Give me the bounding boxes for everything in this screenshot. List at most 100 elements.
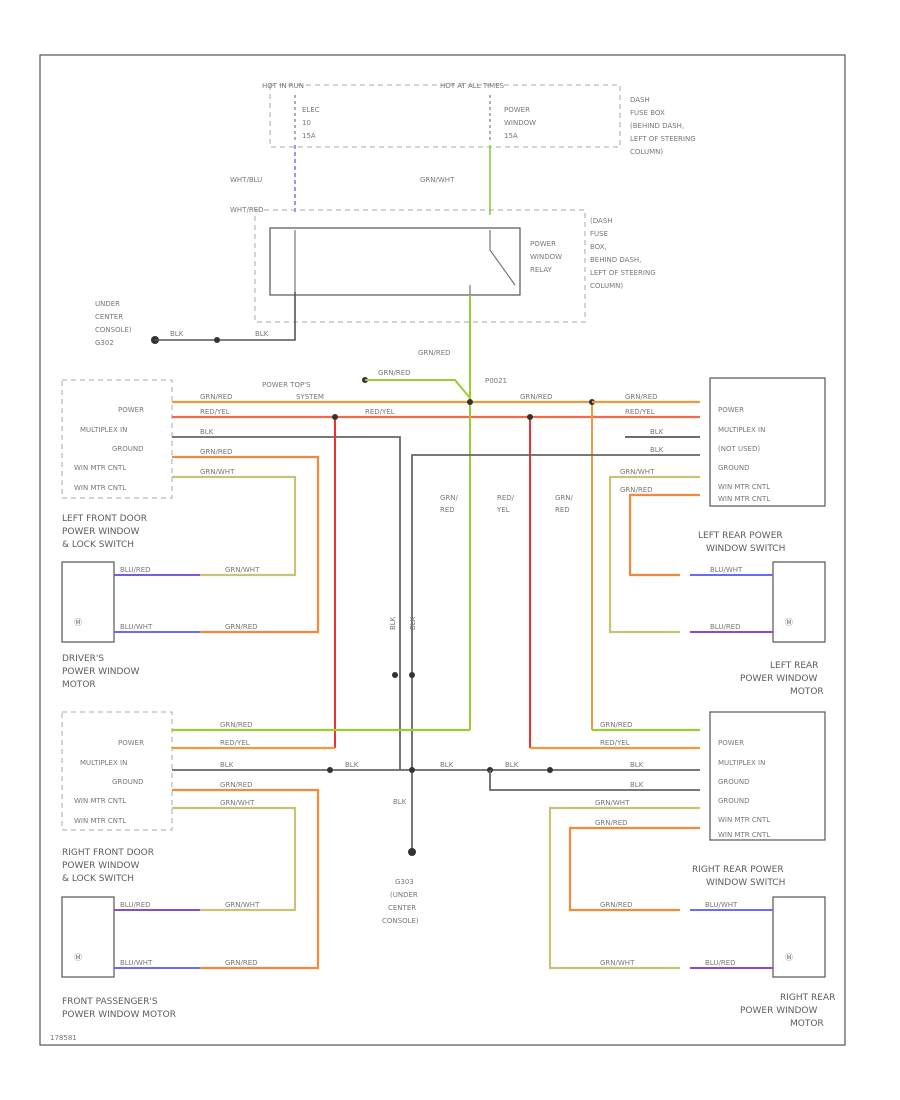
blk-rf-label-mid-3: BLK (505, 761, 519, 769)
hot-in-run-label: HOT IN RUN (262, 82, 304, 90)
relay-name-3: RELAY (530, 266, 553, 274)
lr-motor-wire-1-label: BLU/WHT (710, 566, 743, 574)
blk-rf-label: BLK (220, 761, 234, 769)
splice-g302 (214, 337, 220, 343)
lr-motor-line-3: MOTOR (790, 687, 824, 697)
splice-ground-upper-b (409, 672, 415, 678)
blk-lr-label-b: BLK (650, 446, 664, 454)
rr-pin-power: POWER (718, 739, 744, 747)
red-yel-lr-label: RED/YEL (625, 408, 655, 416)
blk-rr-label-1: BLK (630, 761, 644, 769)
lf-pin-ground: GROUND (112, 445, 144, 453)
splice-ground-center (409, 767, 415, 773)
blk-rf-label-mid-1: BLK (345, 761, 359, 769)
lf-switch-box (61, 379, 173, 499)
rr-motor-cntl-2-label: GRN/WHT (600, 959, 635, 967)
wire-blk-ground-lr (411, 454, 700, 850)
wht-red-label: WHT/RED (230, 206, 264, 214)
diagram-frame (39, 54, 846, 1046)
grn-red-rr-cntl-label: GRN/RED (595, 819, 628, 827)
lr-motor-wire-2-label: BLU/RED (710, 623, 741, 631)
lr-motor-line-2: POWER WINDOW (740, 674, 818, 684)
rr-motor-label: RIGHT REAR POWER WINDOW MOTOR (740, 993, 835, 1029)
relay-loc-4: BEHIND DASH, (590, 256, 641, 264)
red-yel-vertical-label-b: YEL (496, 506, 510, 514)
rf-switch-line-2: POWER WINDOW (62, 861, 140, 871)
lr-pin-power: POWER (718, 406, 744, 414)
rf-pin-cntl-1: WIN MTR CNTL (74, 797, 126, 805)
relay-name-1: POWER (530, 240, 556, 248)
power-top-label: POWER TOP'S (262, 381, 311, 389)
rr-switch-box (709, 711, 826, 841)
g302-line-3: CONSOLE) (95, 326, 132, 334)
grn-red-p0021-label: GRN/RED (520, 393, 553, 401)
blk-rf-label-mid-2: BLK (440, 761, 454, 769)
lr-motor-label: LEFT REAR POWER WINDOW MOTOR (740, 661, 824, 697)
red-yel-rf-label: RED/YEL (220, 739, 250, 747)
lf-cntl-2-wire (172, 475, 297, 577)
splice-ground-upper-a (392, 672, 398, 678)
lr-switch-label: LEFT REAR POWER WINDOW SWITCH (698, 531, 785, 554)
fuse-left-line-1: ELEC (302, 106, 320, 114)
fuse-right-line-2: WINDOW (504, 119, 536, 127)
lr-cntl-2-wire (628, 493, 700, 577)
rr-switch-pins: POWER MULTIPLEX IN GROUND GROUND WIN MTR… (718, 739, 770, 839)
rf-pin-cntl-2: WIN MTR CNTL (74, 817, 126, 825)
rr-switch-label: RIGHT REAR POWER WINDOW SWITCH (692, 865, 785, 888)
blk-vertical-label-a: BLK (389, 616, 397, 630)
blk-g303-label: BLK (393, 798, 407, 806)
grn-red-rf-label: GRN/RED (220, 721, 253, 729)
splice-multiplex-right (527, 414, 533, 420)
power-window-relay (269, 227, 521, 296)
rr-motor-line-2: POWER WINDOW (740, 1006, 818, 1016)
lr-switch-line-2: WINDOW SWITCH (706, 544, 785, 554)
rr-switch-line-2: WINDOW SWITCH (706, 878, 785, 888)
fuse-loc-3: (BEHIND DASH, (630, 122, 684, 130)
blk-vertical-label-b: BLK (409, 616, 417, 630)
drivers-motor-line-1: DRIVER'S (62, 654, 104, 664)
grn-wht-lr-cntl-label: GRN/WHT (620, 468, 655, 476)
lf-cntl-1-wire (172, 455, 320, 634)
lf-pin-cntl-1: WIN MTR CNTL (74, 464, 126, 472)
wht-blu-label: WHT/BLU (230, 176, 262, 184)
rf-pin-ground: GROUND (112, 778, 144, 786)
lr-switch-line-1: LEFT REAR POWER (698, 531, 783, 541)
grn-wht-rf-cntl-label: GRN/WHT (220, 799, 255, 807)
lr-switch-box (709, 377, 826, 507)
rr-pin-ground-1: GROUND (718, 778, 750, 786)
splice-ground-rf (327, 767, 333, 773)
rr-motor-symbol: Ⓜ (785, 953, 793, 962)
ground-g303-point (408, 848, 416, 856)
drivers-motor-line-2: POWER WINDOW (62, 667, 140, 677)
lr-pin-cntl-1: WIN MTR CNTL (718, 483, 770, 491)
lf-pin-multiplex: MULTIPLEX IN (80, 426, 127, 434)
red-yel-lf-label: RED/YEL (200, 408, 230, 416)
wire-power-top (365, 379, 471, 399)
grn-red-vertical-label-1b: RED (440, 506, 455, 514)
relay-label: POWER WINDOW RELAY (530, 240, 562, 274)
power-top-system-label: SYSTEM (296, 393, 324, 401)
g302-line-1: UNDER (95, 300, 120, 308)
fuse-left: ELEC 10 15A (302, 106, 320, 140)
blk-g302-label-b: BLK (255, 330, 269, 338)
relay-location-label: (DASH FUSE BOX, BEHIND DASH, LEFT OF STE… (590, 217, 656, 290)
blk-rr-label-2: BLK (630, 781, 644, 789)
rr-pin-multiplex: MULTIPLEX IN (718, 759, 765, 767)
fuse-right-line-1: POWER (504, 106, 530, 114)
lr-pin-multiplex: MULTIPLEX IN (718, 426, 765, 434)
p0021-label: P0021 (485, 377, 507, 385)
fuse-left-line-3: 15A (302, 132, 316, 140)
lr-motor-box (772, 561, 826, 643)
grn-wht-rr-cntl-label: GRN/WHT (595, 799, 630, 807)
rf-pin-multiplex: MULTIPLEX IN (80, 759, 127, 767)
rr-motor-cntl-1-label: GRN/RED (600, 901, 633, 909)
fp-motor-line-2: POWER WINDOW MOTOR (62, 1010, 176, 1020)
rr-motor-wire-1-label: BLU/WHT (705, 901, 738, 909)
fuse-loc-2: FUSE BOX (630, 109, 665, 117)
g303-line-3: CENTER (388, 904, 416, 912)
lf-pin-cntl-2: WIN MTR CNTL (74, 484, 126, 492)
rf-switch-pins: POWER MULTIPLEX IN GROUND WIN MTR CNTL W… (74, 739, 144, 825)
fuse-loc-1: DASH (630, 96, 650, 104)
drivers-motor-wire-1-label: BLU/RED (120, 566, 151, 574)
lr-motor-line-1: LEFT REAR (770, 661, 818, 671)
